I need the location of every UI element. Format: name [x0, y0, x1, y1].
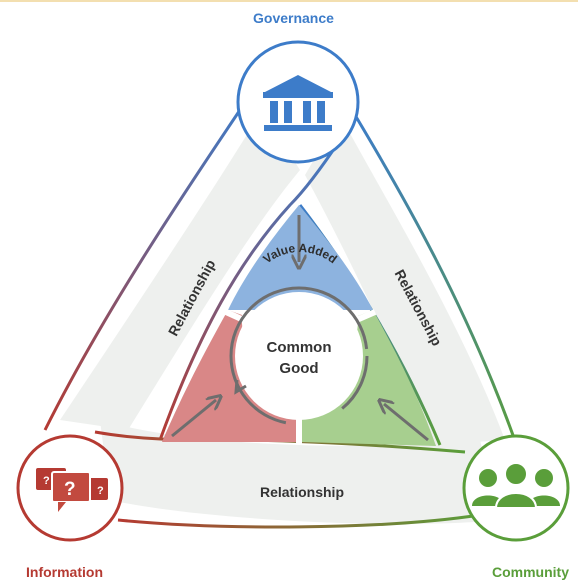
right-band-outline: [350, 109, 522, 456]
value-sector-green: [300, 310, 436, 446]
left-band-outline: [43, 94, 252, 431]
common-good-line2: Good: [279, 360, 318, 377]
right-relationship-band: [305, 115, 505, 445]
cycle-arrow-head: [234, 379, 247, 395]
governance-label: Governance: [253, 10, 334, 26]
sector-separator-left: [224, 309, 250, 325]
governance-node: [236, 40, 360, 164]
left-relationship-band: [60, 110, 300, 430]
cycle-arrow-ring: [229, 286, 369, 426]
svg-text:?: ?: [64, 479, 76, 500]
information-label: Information: [26, 564, 103, 580]
bottom-band-bottom-outline: [117, 513, 481, 529]
common-good-line1: Common: [267, 339, 332, 356]
community-label: Community: [492, 564, 569, 580]
top-rule: [0, 0, 578, 2]
question-chat-icon: ? ? ?: [36, 468, 108, 512]
left-band-inner-outline: [158, 139, 342, 441]
svg-text:?: ?: [97, 485, 104, 497]
relationship-label-bottom: Relationship: [260, 484, 344, 500]
bank-icon: [263, 75, 333, 131]
svg-text:?: ?: [43, 475, 50, 487]
information-node: ? ? ?: [16, 434, 124, 542]
community-node: [462, 434, 570, 542]
people-group-icon: [472, 462, 560, 509]
arrow-information-inward: [171, 400, 216, 438]
arrow-community-inward: [384, 404, 429, 442]
common-good-circle: [235, 292, 363, 420]
